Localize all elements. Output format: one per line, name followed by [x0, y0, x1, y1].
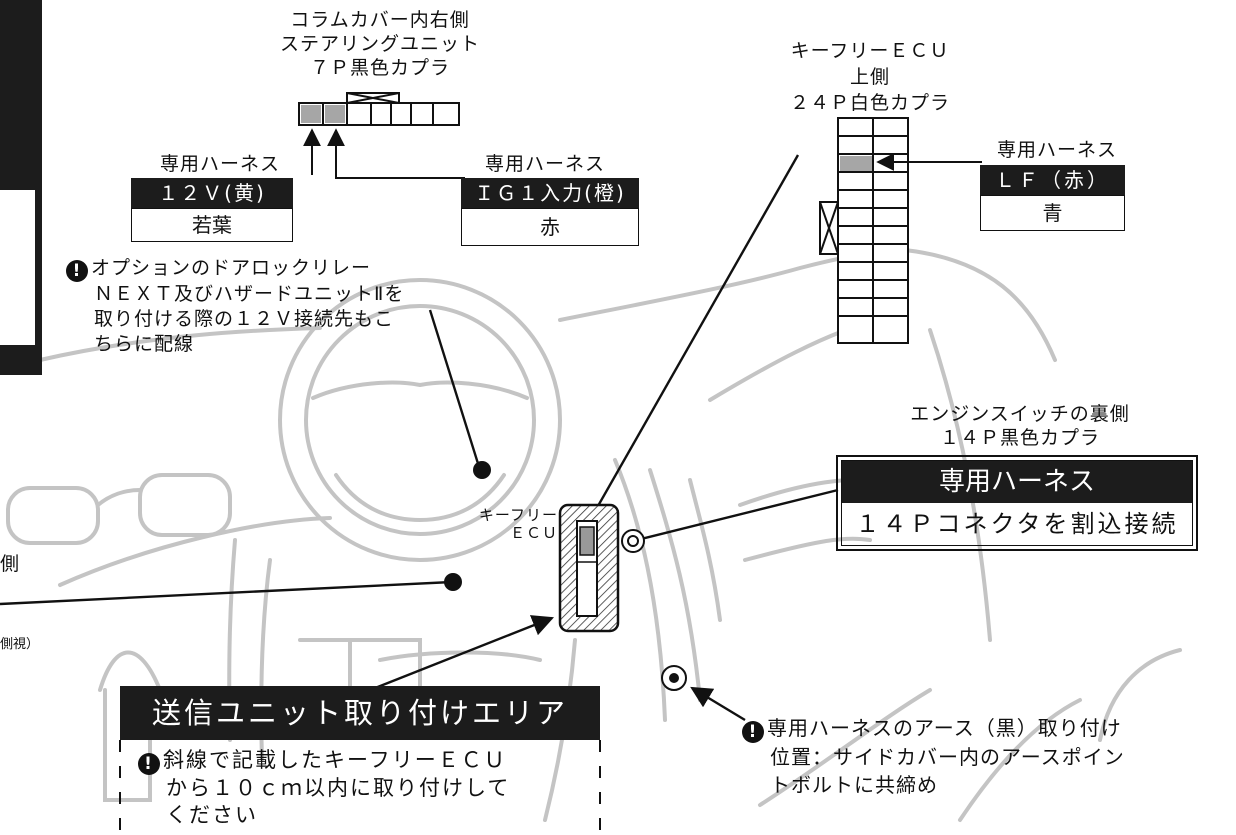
engine-switch-box: 専用ハーネス １４Ｐコネクタを割込接続: [836, 455, 1198, 551]
keyfree-ecu-box: [558, 503, 620, 633]
engine-switch-box-title: 専用ハーネス: [842, 461, 1192, 503]
engine-switch-point: [621, 529, 645, 553]
steering-connector-7p: [298, 92, 460, 126]
left-panel-frame: [0, 0, 42, 375]
ground-note: !専用ハーネスのアース（黒）取り付け 位置：サイドカバー内のアースポイン トボル…: [742, 714, 1125, 799]
option-note: !オプションのドアロックリレー ＮＥＸＴ及びハザードユニットⅡを 取り付ける際の…: [66, 256, 404, 357]
left-side-char: 側: [0, 553, 20, 575]
keyfree-ecu-label: キーフリー ＥＣＵ: [478, 506, 558, 542]
harness-mid-color: 赤: [461, 208, 639, 246]
warning-icon: !: [66, 260, 88, 282]
harness-left-wire: １２Ｖ(黄): [131, 178, 293, 208]
harness-mid-wire: ＩＧ１入力(橙): [461, 178, 639, 208]
harness-left-color: 若葉: [131, 208, 293, 242]
ground-point-icon: [661, 665, 687, 691]
harness-left-label: 専用ハーネス: [159, 153, 280, 175]
harness-right-wire: ＬＦ（赤）: [980, 165, 1125, 195]
warning-icon: !: [742, 721, 764, 743]
engine-switch-box-text: １４Ｐコネクタを割込接続: [855, 510, 1179, 538]
engine-switch-title: エンジンスイッチの裏側 １４Ｐ黒色カプラ: [910, 403, 1130, 449]
steering-connector-title: コラムカバー内右側 ステアリングユニット ７Ｐ黒色カプラ: [279, 9, 480, 79]
wire-point-dot: [444, 573, 462, 591]
transmitter-title: 送信ユニット取り付けエリア: [120, 686, 600, 740]
wire-point-dot: [473, 461, 491, 479]
warning-icon: !: [138, 753, 160, 775]
keyfree-connector-title: キーフリーＥＣＵ 上側 ２４Ｐ白色カプラ: [789, 40, 950, 114]
keyfree-connector-24p: [819, 117, 909, 344]
harness-right-color: 青: [980, 195, 1125, 231]
leader-lines: [0, 154, 839, 722]
transmitter-note: !斜線で記載したキーフリーＥＣＵ から１０ｃｍ以内に取り付けして ください: [138, 747, 510, 829]
transmitter-note-frame: [119, 740, 601, 835]
steering-arrows: [303, 128, 465, 179]
left-view-text: 側視）: [0, 637, 40, 652]
harness-right-label: 専用ハーネス: [996, 139, 1117, 161]
harness-mid-label: 専用ハーネス: [484, 153, 605, 175]
